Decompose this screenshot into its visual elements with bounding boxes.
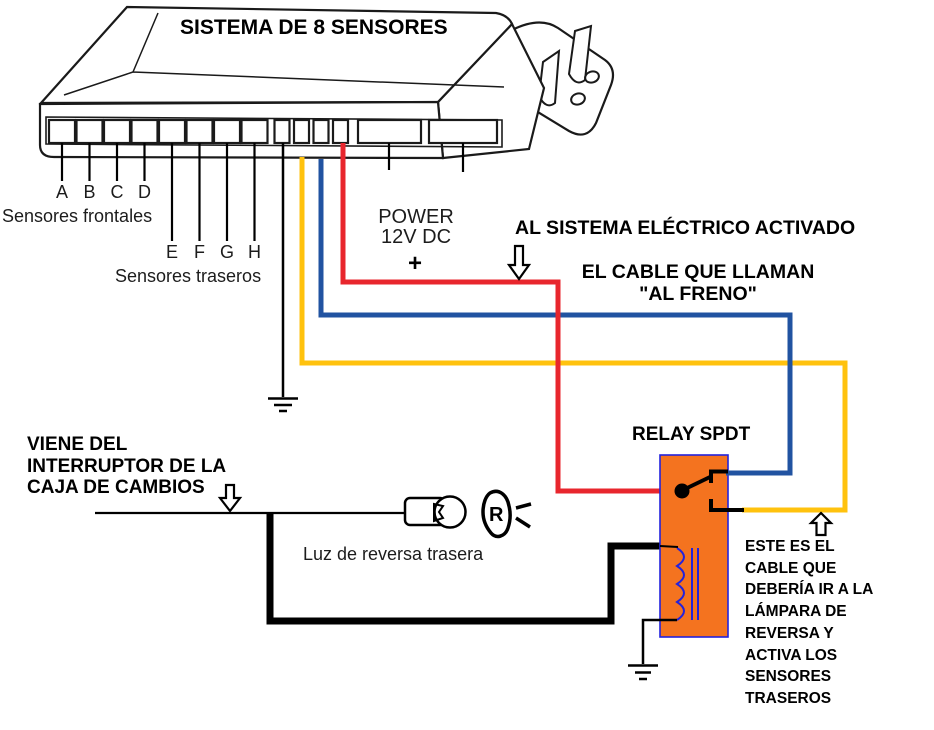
reverse-lamp-letter: R [489,504,504,526]
brake-cable-label: EL CABLE QUE LLAMAN "AL FRENO" [578,261,818,305]
note-line-8: TRASEROS [745,689,832,707]
reverse-cable-note: ESTE ES EL CABLE QUE DEBERÍA IR A LA LÁM… [745,536,873,710]
pin-label-a: A [55,182,68,202]
gearbox-line2: INTERRUPTOR DE LA [27,455,227,477]
gearbox-label: VIENE DEL INTERRUPTOR DE LA CAJA DE CAMB… [27,434,226,499]
power-plus-sign: + [408,250,423,277]
note-line-4: LÁMPARA DE [745,603,847,621]
relay-contact-no [709,469,728,483]
power-wire-red [340,143,678,494]
relay-ground-symbol [628,664,658,681]
note-line-6: ACTIVA LOS [745,646,838,664]
arrow-down-activated-system [506,244,532,281]
relay-coil [675,547,699,621]
gearbox-line1: VIENE DEL [27,434,128,455]
box-crease-lines [63,12,505,96]
reverse-light-wire-thick [266,513,661,625]
note-line-2: CABLE QUE [745,559,837,577]
relay-label: RELAY SPDT [632,424,751,445]
box-top-face [38,5,514,105]
pin-label-e: E [165,242,178,262]
power-line1: POWER [378,206,454,228]
diagram-title: SISTEMA DE 8 SENSORES [180,16,448,39]
activated-system-label: AL SISTEMA ELÉCTRICO ACTIVADO [515,217,856,239]
note-line-3: DEBERÍA IR A LA [745,581,874,599]
front-sensors-label: Sensores frontales [2,206,153,226]
pin-label-f: F [194,242,205,262]
reverse-bulb-icon [403,495,467,529]
note-line-1: ESTE ES EL [745,538,835,555]
gearbox-line3: CAJA DE CAMBIOS [27,477,205,498]
pin-label-c: C [110,182,124,202]
sensor-lead-wires [60,143,465,241]
relay-common-contact [674,483,690,499]
arrow-down-gearbox [217,483,243,513]
brake-cable-line1: EL CABLE QUE LLAMAN [581,261,815,283]
note-line-7: SENSORES [745,668,832,686]
reverse-sensor-wire-yellow [299,157,848,513]
relay-spdt [628,454,790,681]
wide-slots [356,118,499,145]
reverse-lamp-icon: R [481,489,532,539]
power-line2: 12V DC [380,226,452,248]
reverse-light-label: Luz de reversa trasera [303,544,484,564]
coil-top-lead [659,545,679,548]
connector-strip [45,116,503,148]
pin-label-b: B [83,182,96,202]
sensor-slots [47,118,269,145]
coil-ground-lead [641,618,677,664]
power-label: POWER 12V DC [366,207,466,247]
pin-label-g: G [219,242,234,262]
control-unit-drawing [38,5,615,160]
rear-sensors-label: Sensores traseros [115,266,262,286]
note-line-5: REVERSA Y [745,624,834,642]
wire-slots [273,118,350,145]
pin-label-h: H [248,242,261,262]
pin-label-d: D [138,182,151,202]
unit-ground-wire [268,143,298,413]
relay-contact-nc [709,499,744,512]
brake-cable-line2: "AL FRENO" [639,283,757,305]
arrow-up-reverse-cable [808,511,834,537]
